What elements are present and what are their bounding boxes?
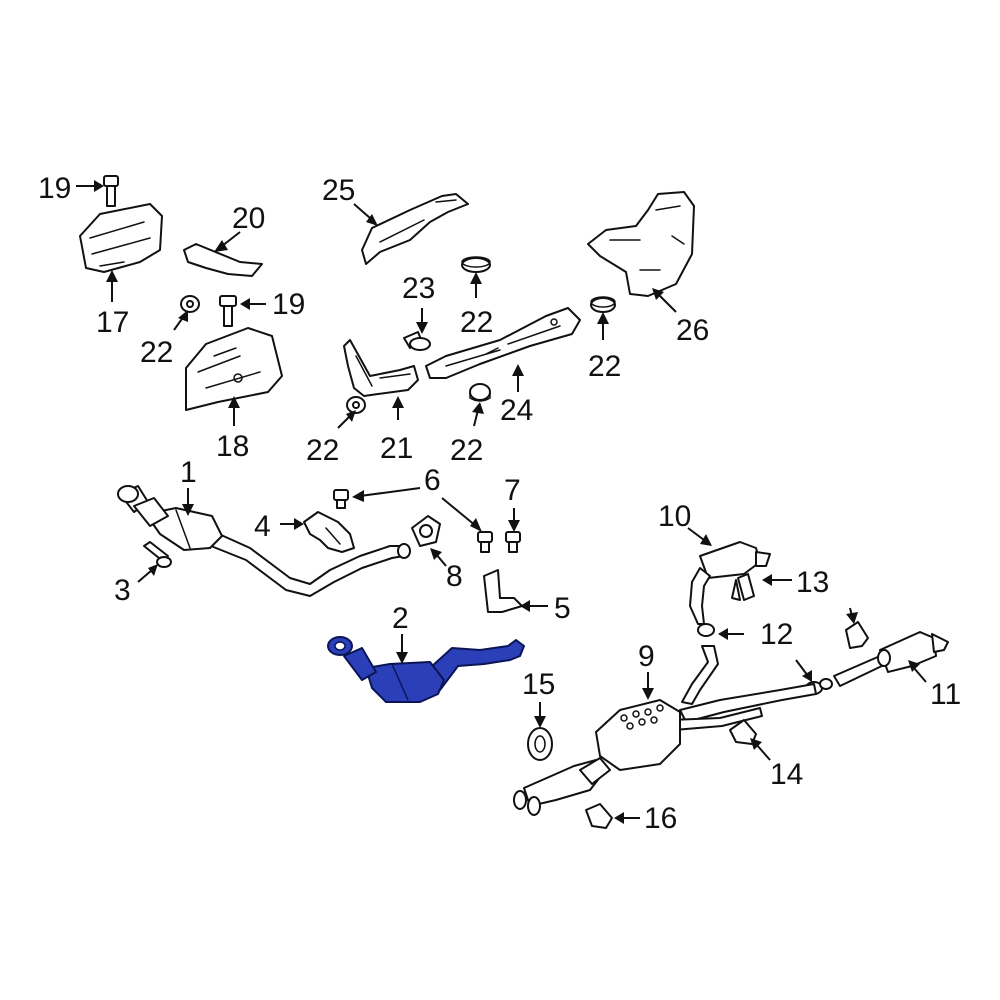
isolator-13[interactable] xyxy=(731,573,755,601)
heat-shield-24[interactable] xyxy=(425,307,581,379)
callout-14: 14 xyxy=(770,758,803,791)
callout-1: 1 xyxy=(180,456,197,489)
callout-9: 9 xyxy=(638,640,655,673)
bolt-6-lower[interactable] xyxy=(477,531,493,553)
callout-15: 15 xyxy=(522,668,555,701)
callout-2: 2 xyxy=(392,602,409,635)
callout-16: 16 xyxy=(644,802,677,835)
bolt-6-upper[interactable] xyxy=(333,489,349,509)
callout-12: 12 xyxy=(760,618,793,651)
callout-26: 26 xyxy=(676,314,709,347)
callout-7: 7 xyxy=(504,474,521,507)
callout-22-lower-left: 22 xyxy=(306,434,339,467)
callout-20: 20 xyxy=(232,202,265,235)
converter-pipe-1[interactable] xyxy=(117,485,411,597)
callout-3: 3 xyxy=(114,574,131,607)
bolt-19-second[interactable] xyxy=(219,295,237,327)
callout-10: 10 xyxy=(658,500,691,533)
stud-3[interactable] xyxy=(143,541,172,568)
nut-22-left[interactable] xyxy=(180,295,200,313)
bracket-20[interactable] xyxy=(183,243,263,277)
gasket-8[interactable] xyxy=(411,515,441,547)
callout-5: 5 xyxy=(554,592,571,625)
callout-13-top: 13 xyxy=(796,566,829,599)
callout-22-top: 22 xyxy=(460,306,493,339)
clamp-12-upper[interactable] xyxy=(697,623,715,637)
muffler-10[interactable] xyxy=(689,541,771,625)
callout-labels: 19 17 20 22 19 18 25 26 22 22 23 24 21 2… xyxy=(38,172,961,835)
callout-8: 8 xyxy=(446,560,463,593)
heat-shield-26[interactable] xyxy=(587,191,695,297)
heat-shield-18[interactable] xyxy=(185,327,283,411)
bracket-14[interactable] xyxy=(729,719,757,745)
washer-22-top[interactable] xyxy=(461,256,491,273)
bracket-5[interactable] xyxy=(483,569,523,613)
callout-19-second: 19 xyxy=(272,288,305,321)
callout-19-top: 19 xyxy=(38,172,71,205)
leader-lines xyxy=(76,180,927,824)
callout-22-left: 22 xyxy=(140,336,173,369)
callout-17: 17 xyxy=(96,306,129,339)
bracket-4[interactable] xyxy=(303,511,355,553)
callout-22-lower-center: 22 xyxy=(450,434,483,467)
callout-22-right: 22 xyxy=(588,350,621,383)
bolt-19-top[interactable] xyxy=(103,175,119,207)
muffler-assembly-9[interactable] xyxy=(513,683,817,816)
isolator-13-second[interactable] xyxy=(845,621,869,649)
callout-4: 4 xyxy=(254,510,271,543)
callout-11: 11 xyxy=(930,678,961,711)
bracket-21[interactable] xyxy=(343,339,419,397)
bolt-7[interactable] xyxy=(505,531,521,553)
callout-23: 23 xyxy=(402,272,435,305)
callout-21: 21 xyxy=(380,432,413,465)
converter-pipe-2-highlighted[interactable] xyxy=(327,636,525,703)
bolt-23[interactable] xyxy=(403,331,431,351)
heat-shield-25[interactable] xyxy=(361,193,469,265)
callout-6: 6 xyxy=(424,464,441,497)
muffler-11[interactable] xyxy=(833,631,949,687)
callout-25: 25 xyxy=(322,174,355,207)
isolator-15[interactable] xyxy=(527,727,553,761)
heat-shield-17[interactable] xyxy=(79,203,163,273)
pipe-connector xyxy=(681,645,719,705)
callout-18: 18 xyxy=(216,430,249,463)
bracket-16[interactable] xyxy=(585,803,613,829)
washer-22-right[interactable] xyxy=(590,296,616,313)
callout-24: 24 xyxy=(500,394,533,427)
nut-22-lower-center[interactable] xyxy=(469,383,491,402)
nut-22-lower-left[interactable] xyxy=(346,396,366,414)
